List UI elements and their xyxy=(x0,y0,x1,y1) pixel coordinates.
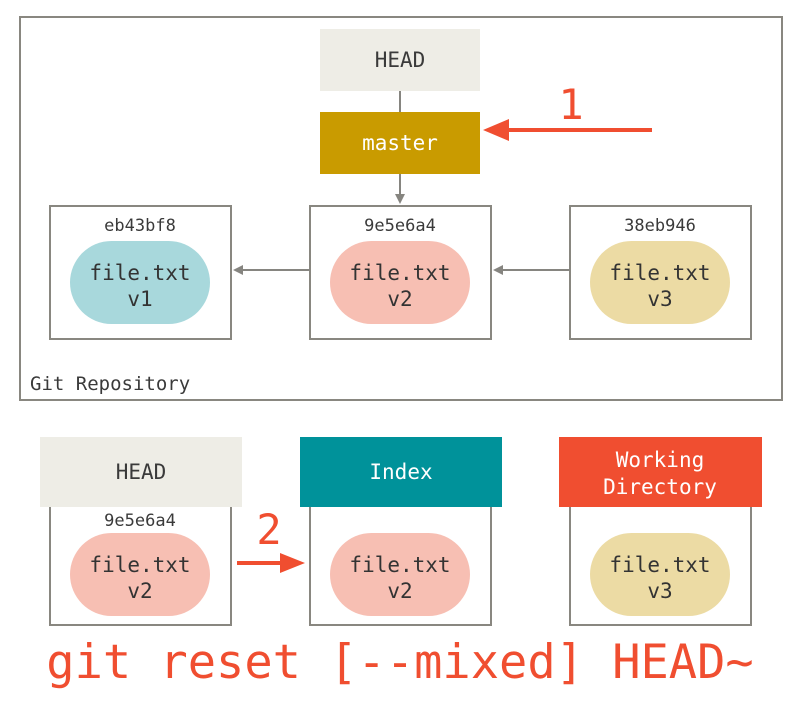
head-tree-title: HEAD xyxy=(116,460,167,484)
file-blob-v2 xyxy=(330,241,470,324)
step-1-arrowhead xyxy=(483,119,509,141)
index-tree-file-name: file.txt xyxy=(349,553,450,577)
file-name-v2: file.txt xyxy=(349,261,450,285)
head-tree-file-version: v2 xyxy=(127,579,152,603)
head-tree-file-name: file.txt xyxy=(89,553,190,577)
workdir-tree-title-line1: Working xyxy=(616,448,705,472)
file-name-v3: file.txt xyxy=(609,261,710,285)
commit-hash-38eb946: 38eb946 xyxy=(624,216,696,236)
commit-hash-9e5e6a4: 9e5e6a4 xyxy=(364,216,436,236)
index-tree-file-version: v2 xyxy=(387,579,412,603)
file-version-v2: v2 xyxy=(387,287,412,311)
workdir-tree-header xyxy=(559,437,762,507)
command-text: git reset [--mixed] HEAD~ xyxy=(46,635,753,690)
head-tree-header xyxy=(40,437,242,507)
commit-hash-eb43bf8: eb43bf8 xyxy=(104,216,176,236)
head-ref-label: HEAD xyxy=(375,48,426,72)
master-branch-label: master xyxy=(362,131,438,155)
file-name-v1: file.txt xyxy=(89,261,190,285)
file-version-v1: v1 xyxy=(127,287,152,311)
file-version-v3: v3 xyxy=(647,287,672,311)
git-repository-label: Git Repository xyxy=(30,373,190,395)
step-2-number: 2 xyxy=(256,505,281,554)
head-tree-file-blob xyxy=(70,533,210,616)
workdir-tree-file-name: file.txt xyxy=(609,553,710,577)
index-tree-title: Index xyxy=(369,460,432,484)
file-blob-v1 xyxy=(70,241,210,324)
workdir-tree-file-blob xyxy=(590,533,730,616)
workdir-tree-file-version: v3 xyxy=(647,579,672,603)
file-blob-v3 xyxy=(590,241,730,324)
step-2-arrowhead xyxy=(280,553,305,573)
head-tree-hash: 9e5e6a4 xyxy=(104,511,176,531)
workdir-tree-title-line2: Directory xyxy=(603,475,717,499)
master-branch-box xyxy=(320,112,480,174)
index-tree-file-blob xyxy=(330,533,470,616)
head-ref-box xyxy=(320,29,480,91)
step-1-number: 1 xyxy=(558,80,583,129)
index-tree-header xyxy=(300,437,502,507)
